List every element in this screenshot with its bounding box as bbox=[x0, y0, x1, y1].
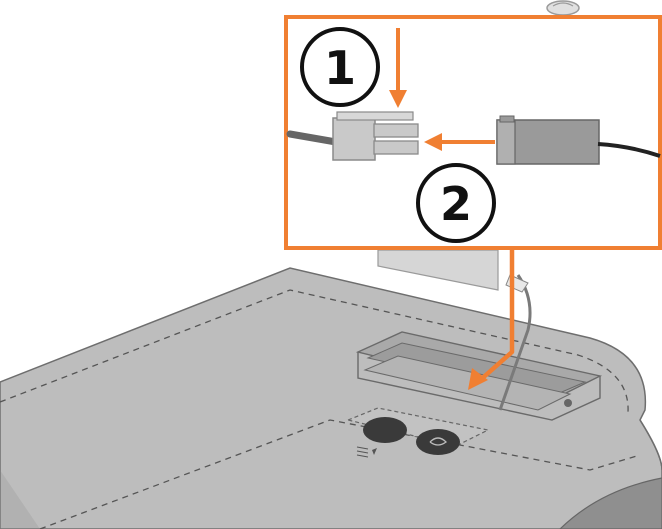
direction-arrow-icon bbox=[476, 248, 515, 384]
power-button[interactable] bbox=[363, 417, 407, 443]
step1-marker-icon: 1 bbox=[300, 27, 380, 107]
mode-icon bbox=[429, 437, 447, 446]
panel-label-icon bbox=[356, 446, 369, 458]
mode-button[interactable] bbox=[416, 429, 460, 455]
detail-callout: 1 2 bbox=[284, 15, 662, 250]
step2-marker-icon: 2 bbox=[416, 163, 496, 243]
step1-label: 1 bbox=[324, 41, 356, 95]
step2-label: 2 bbox=[440, 177, 472, 231]
right-cable bbox=[597, 142, 661, 158]
button-panel bbox=[346, 407, 490, 458]
port-recess bbox=[355, 331, 603, 421]
direction-arrowhead bbox=[468, 368, 488, 390]
screw-head bbox=[546, 0, 580, 16]
mating-connector[interactable] bbox=[496, 115, 600, 165]
device-body bbox=[0, 267, 662, 529]
left-cable bbox=[286, 130, 340, 146]
mounting-plate bbox=[377, 249, 499, 291]
latch-connector[interactable] bbox=[332, 111, 419, 161]
